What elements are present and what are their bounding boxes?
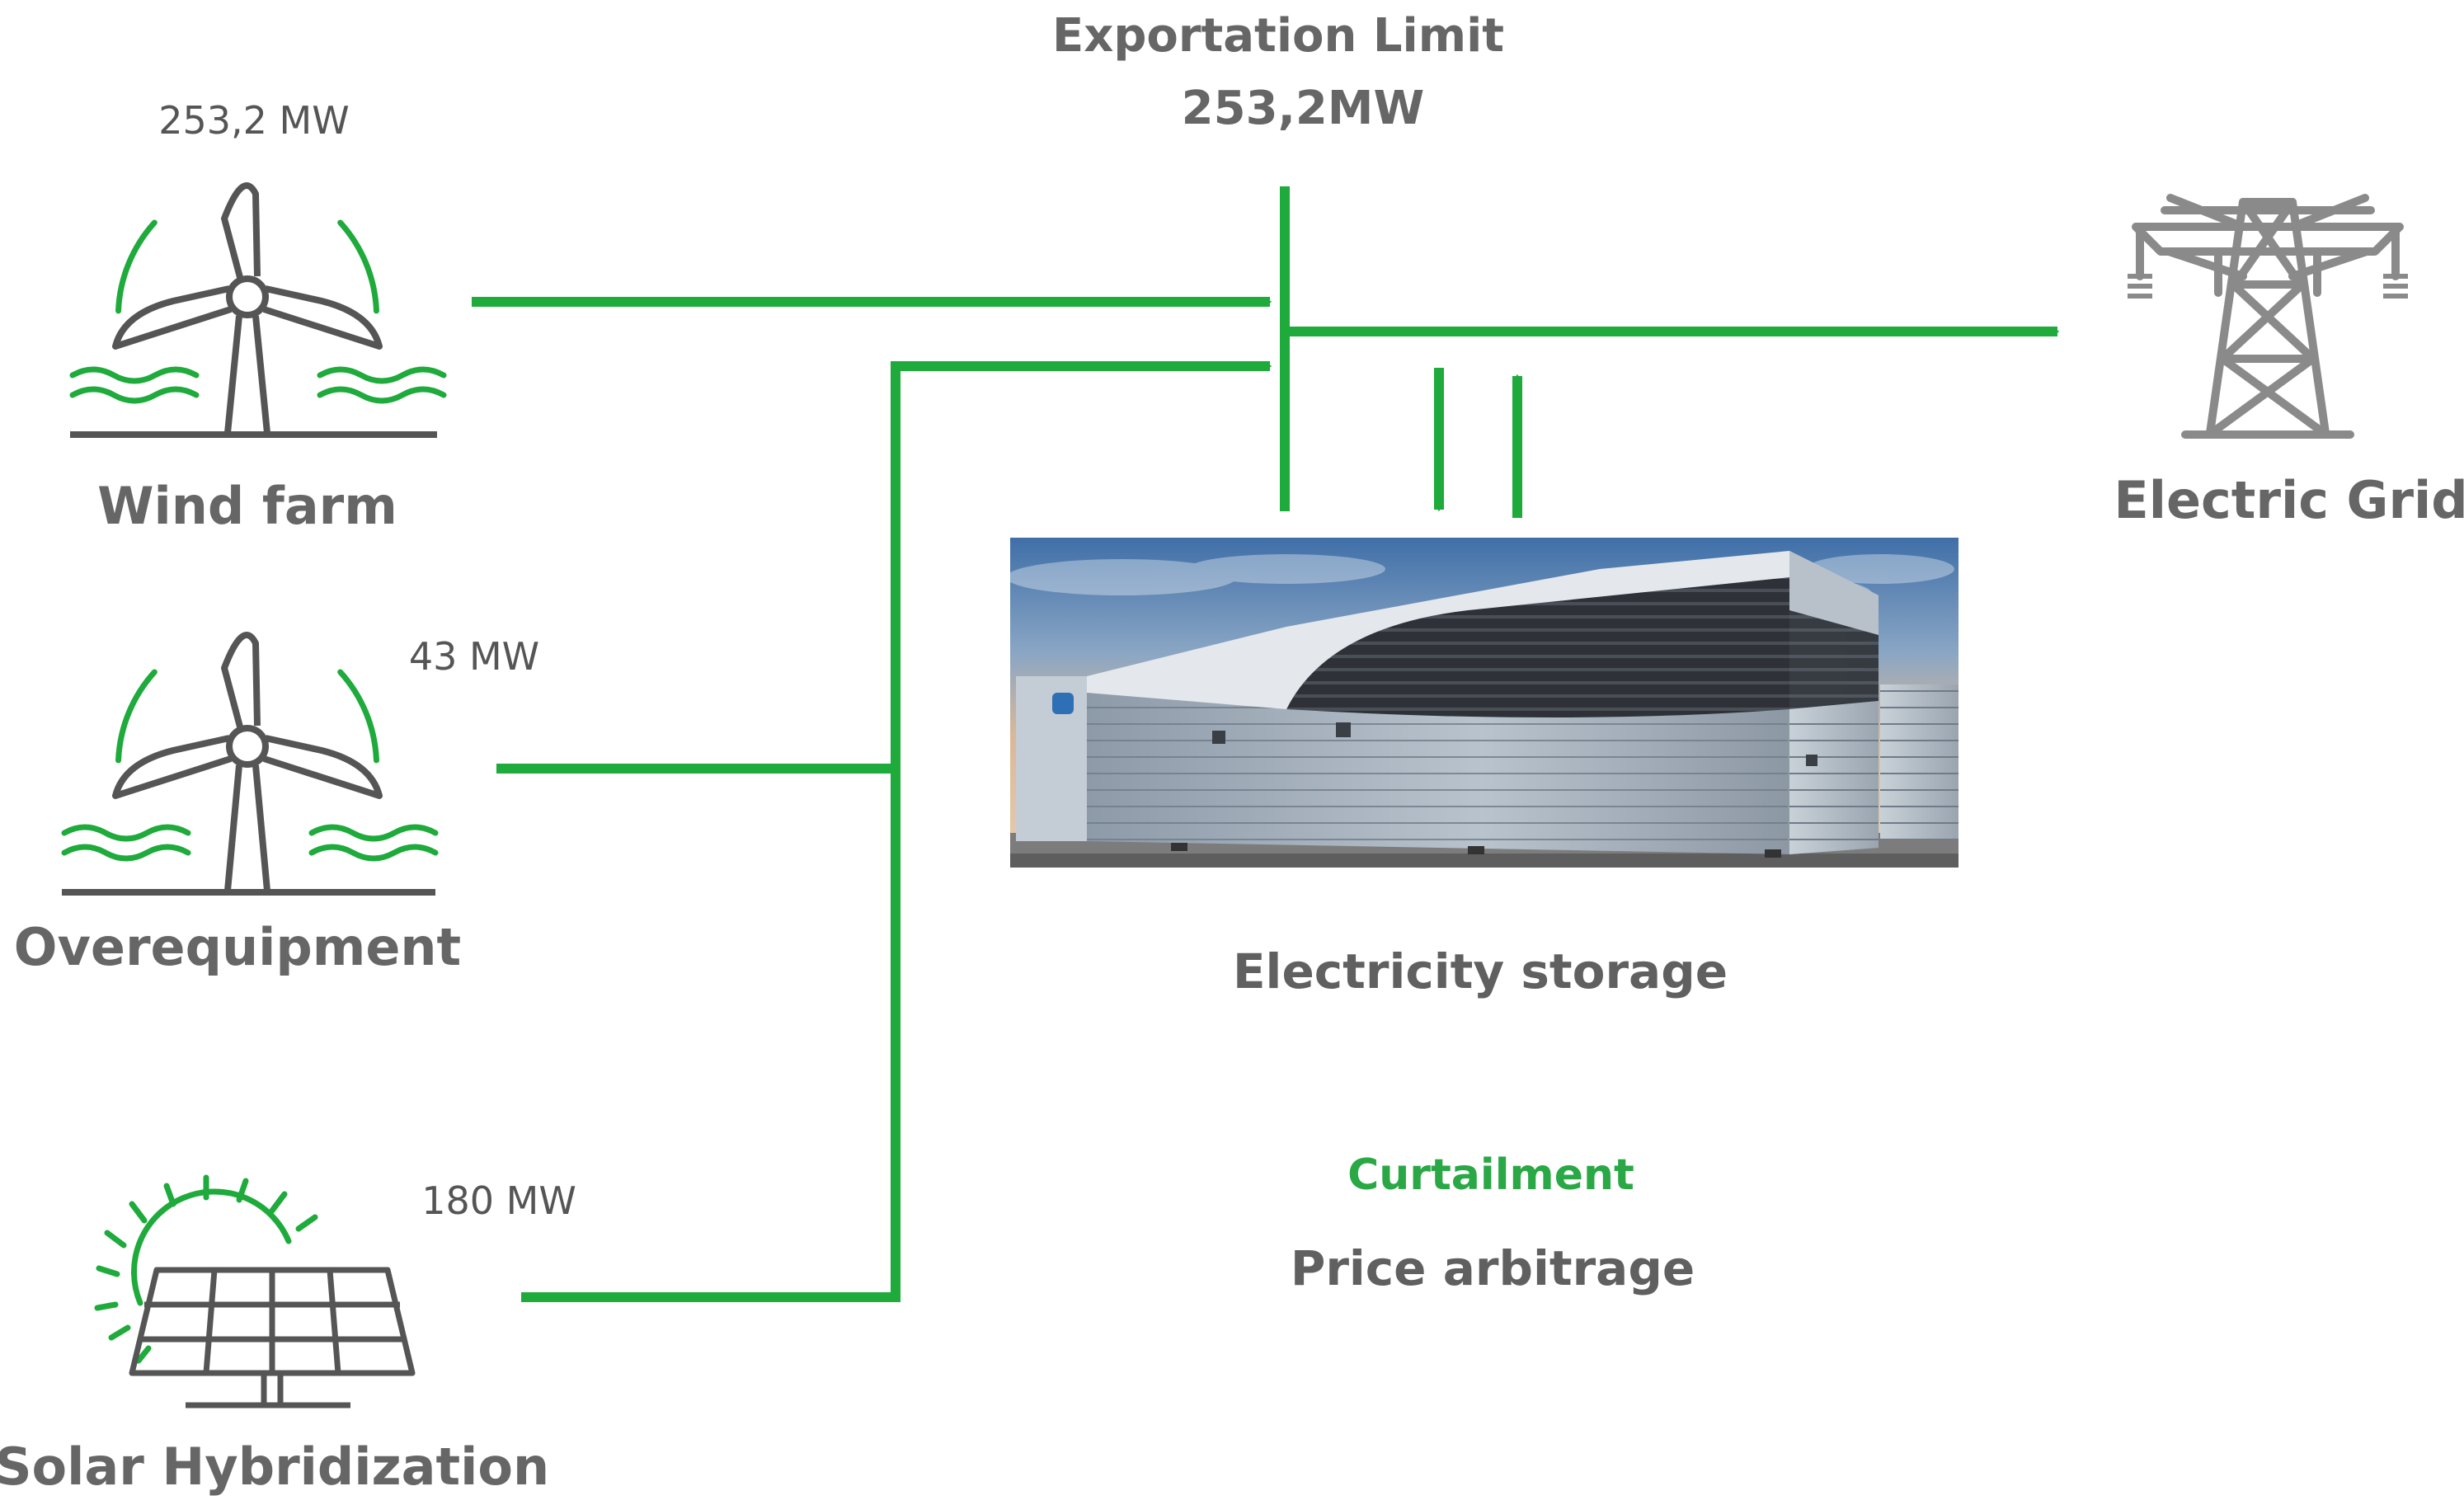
transmission-tower-icon (2128, 198, 2408, 435)
wind-farm-label: Wind farm (97, 476, 397, 536)
battery-container-photo (1006, 538, 1959, 868)
solar-power: 180 MW (421, 1178, 576, 1223)
wind-turbine-icon (70, 186, 444, 435)
curtailment-label: Curtailment (1347, 1150, 1634, 1200)
wind-farm-power: 253,2 MW (158, 98, 349, 143)
overequipment-label: Overequipment (14, 917, 461, 977)
export-limit-title: Exportation Limit (1052, 9, 1504, 63)
solar-label: Solar Hybridization (0, 1437, 549, 1497)
wind-turbine-icon (62, 635, 435, 892)
export-limit-value: 253,2MW (1182, 82, 1425, 135)
electric-grid-label: Electric Grid (2114, 470, 2464, 530)
solar-panel-icon (97, 1178, 412, 1405)
price-arbitrage-label: Price arbitrage (1291, 1240, 1695, 1296)
overequipment-power: 43 MW (409, 634, 539, 679)
storage-label: Electricity storage (1233, 943, 1728, 999)
